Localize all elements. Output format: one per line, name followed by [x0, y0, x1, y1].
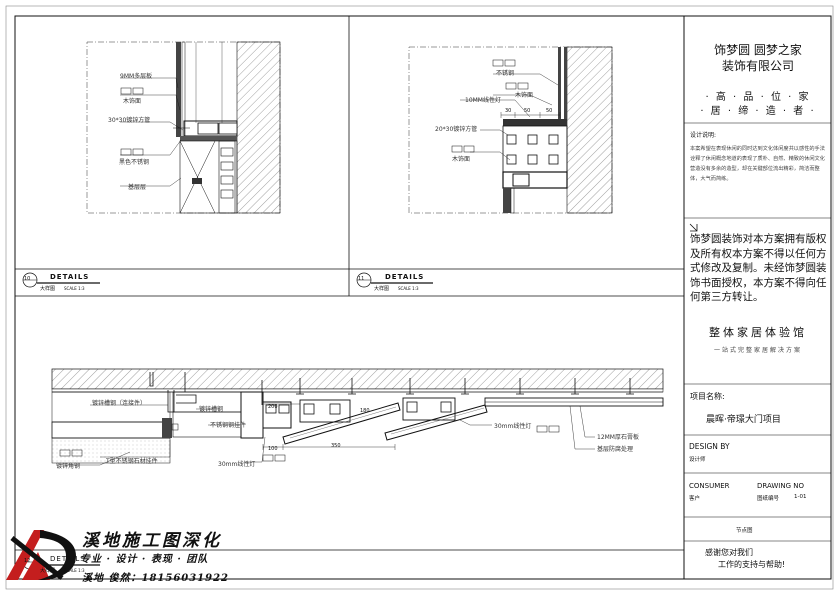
annotation: T型不锈钢石材挂件: [106, 458, 158, 465]
outer-border: [5, 5, 834, 590]
detail-number: 11: [358, 276, 365, 282]
detail-12-drawing: [51, 368, 664, 466]
dimension: 50: [546, 108, 553, 114]
detail-title: DETAILS: [50, 273, 90, 281]
detail-title-10: [22, 272, 100, 288]
annotation: 木饰面: [452, 156, 471, 163]
detail-subtitle: 大样图: [40, 286, 56, 292]
design-by-label: DESIGN BY: [689, 442, 730, 451]
watermark-brand: 溪地施工图深化: [82, 531, 222, 551]
watermark-tagline: 专业 · 设计 · 表现 · 团队: [80, 554, 209, 565]
company-line-2: 装饰有限公司: [721, 59, 794, 73]
experience-subtitle: 一站式完整家居解决方案: [713, 347, 802, 354]
annotation: 镀锌槽钢: [199, 406, 224, 413]
annotation: 黑色不锈钢: [119, 159, 150, 166]
dimension: 100: [268, 446, 278, 452]
project-label: 项目名称:: [690, 392, 725, 401]
slogan: · 高 · 品 · 位 · 家 · 居 · 缔 · 造 · 者 ·: [684, 91, 832, 119]
annotation: 20*30镀锌方管: [435, 126, 478, 133]
annotation: 镀锌槽钢（连接件）: [92, 400, 147, 407]
slogan-line-2: · 居 · 缔 · 造 · 者 ·: [700, 106, 816, 117]
company-name: 饰梦圆 圆梦之家 装饰有限公司: [684, 42, 832, 74]
detail-title-11: [356, 272, 433, 288]
thanks-line-2: 工作的支持与帮助!: [718, 560, 786, 569]
annotation: 10MM线性灯: [465, 97, 501, 104]
detail-title: DETAILS: [385, 273, 425, 281]
detail-subtitle: 大样图: [40, 568, 56, 574]
design-note-text: 本案希望在表现休闲的同时达到文化体闲度共以感性的手法诠释了休闲概念地道的表现了质…: [690, 146, 825, 182]
slogan-line-1: · 高 · 品 · 位 · 家: [705, 92, 811, 103]
sheet-title: 节点图: [736, 528, 753, 534]
annotation: 12MM厚石膏板: [597, 434, 639, 441]
drawing-no-value: 1-01: [794, 494, 807, 500]
thanks-line-1: 感谢您对我们: [705, 548, 753, 557]
annotation: 30mm线性灯: [218, 461, 256, 468]
dimension: 50: [524, 108, 531, 114]
detail-title: DETAILS: [50, 555, 86, 563]
design-by-sub: 设计师: [689, 457, 706, 463]
detail-number: 10: [24, 276, 31, 282]
inner-border: [14, 15, 832, 580]
annotation: 不锈钢钢挂件: [210, 422, 247, 429]
dimension: 180: [360, 408, 370, 414]
detail-scale: SCALE 1:3: [64, 286, 85, 291]
annotation: 木饰面: [515, 92, 534, 99]
project-name: 晨晖·帝璟大门项目: [706, 415, 781, 425]
drawing-no-label: DRAWING NO: [757, 482, 804, 490]
annotation: 9MM多层板: [120, 73, 153, 80]
detail-scale: SCALE 1:3: [64, 568, 85, 573]
annotation: 木饰面: [123, 98, 142, 105]
annotation: 基层防腐处理: [597, 446, 634, 453]
annotation: 基层层: [128, 184, 147, 191]
company-line-1: 饰梦圆 圆梦之家: [714, 43, 802, 57]
annotation: 镀锌角钢: [56, 463, 81, 470]
experience-title: 整体家居体验馆: [709, 326, 807, 339]
annotation: 30mm线性灯: [494, 423, 532, 430]
arrow-icon: [689, 223, 698, 232]
watermark-contact: 溪地 俊然：18156031922: [82, 573, 230, 584]
detail-scale: SCALE 1:3: [398, 286, 419, 291]
detail-11-drawing: [408, 46, 613, 214]
detail-10-drawing: [86, 41, 281, 214]
consumer-sub: 客户: [689, 496, 701, 502]
design-note-label: 设计说明:: [690, 132, 717, 139]
annotation: 30*30镀锌方管: [108, 117, 151, 124]
dimension: 350: [331, 443, 341, 449]
watermark-logo: [6, 530, 76, 580]
dimension: 200: [268, 404, 278, 410]
dimension: 30: [505, 108, 512, 114]
drawing-no-sub: 图纸编号: [757, 496, 780, 502]
detail-number: 12: [24, 558, 31, 564]
annotation: 不锈钢: [496, 70, 515, 77]
detail-subtitle: 大样图: [374, 286, 390, 292]
copyright-text: 饰梦圆装饰对本方案拥有版权及所有权本方案不得以任何方式修改及复制。未经饰梦圆装饰…: [690, 233, 827, 303]
consumer-label: CONSUMER: [689, 482, 730, 490]
